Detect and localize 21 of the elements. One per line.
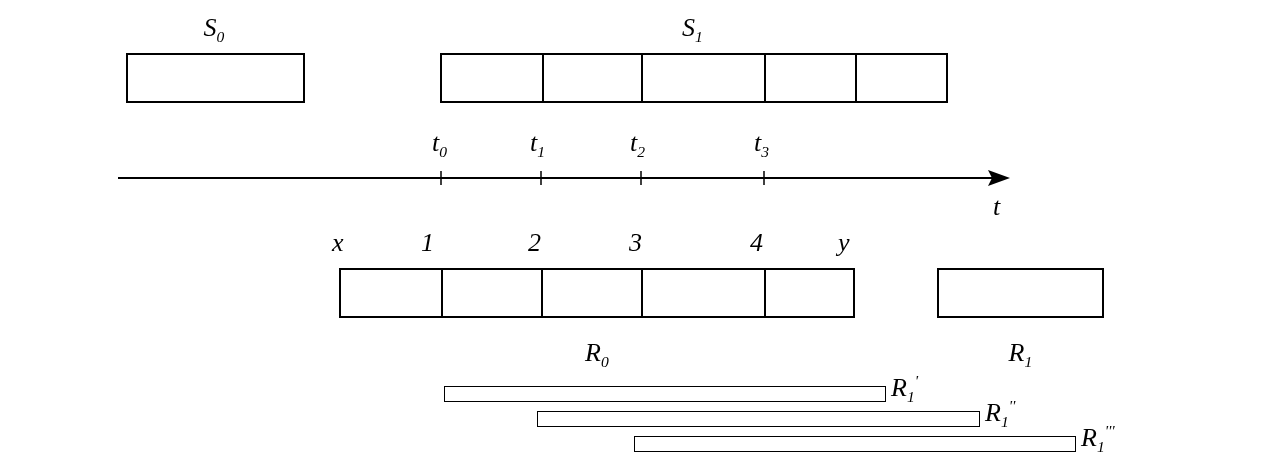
cell-box bbox=[641, 268, 766, 318]
cell-box bbox=[641, 53, 766, 103]
position-label: 4 bbox=[750, 230, 763, 256]
position-label: y bbox=[838, 230, 850, 256]
cell-box bbox=[764, 53, 857, 103]
block-label: S$_{0}$ bbox=[203, 15, 225, 45]
block-label: R$_{1}$ bbox=[1008, 340, 1033, 370]
time-label: t$_{0}$ bbox=[432, 130, 448, 160]
position-label: 3 bbox=[629, 230, 642, 256]
position-label: 1 bbox=[421, 230, 434, 256]
time-label: t$_{2}$ bbox=[630, 130, 646, 160]
time-label: t bbox=[993, 194, 1001, 220]
position-label: x bbox=[332, 230, 344, 256]
cell-box bbox=[541, 268, 643, 318]
block-label: S$_{1}$ bbox=[682, 15, 703, 45]
position-label: 2 bbox=[528, 230, 541, 256]
cell-box bbox=[441, 268, 543, 318]
cell-box bbox=[542, 53, 643, 103]
block-label: R$_{0}$ bbox=[585, 340, 609, 370]
time-label: t$_{1}$ bbox=[530, 130, 546, 160]
time-label: t$_{3}$ bbox=[754, 130, 770, 160]
